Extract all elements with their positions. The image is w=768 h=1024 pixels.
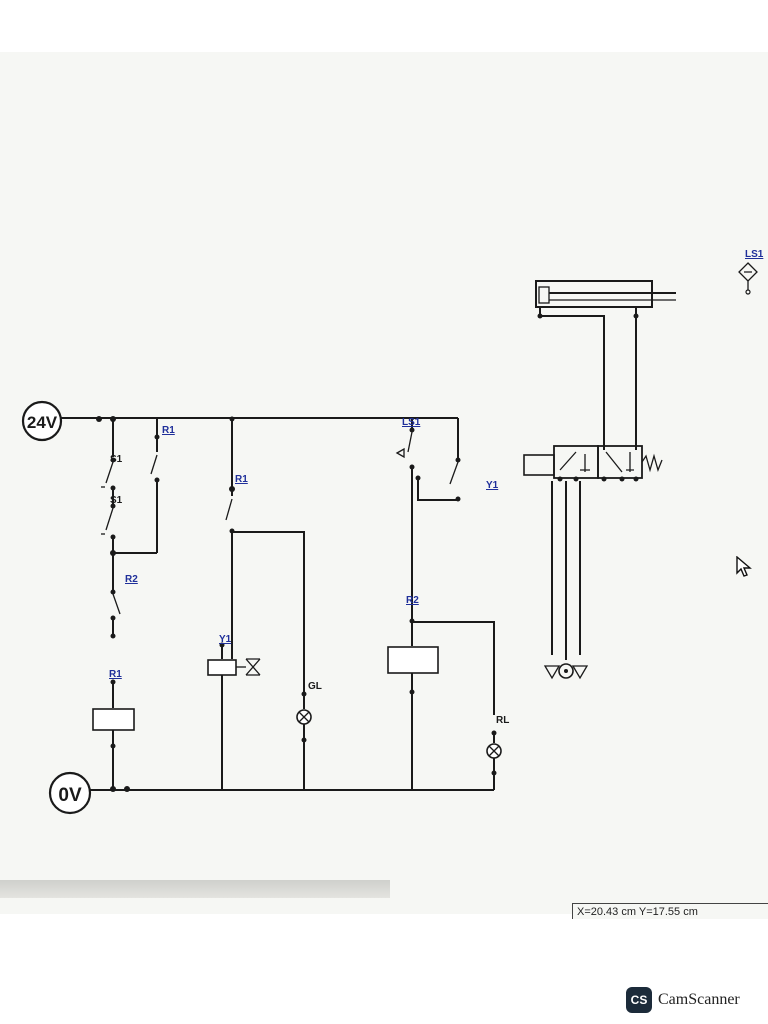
label-y1-ref[interactable]: Y1 xyxy=(486,480,499,491)
label-r2-series[interactable]: R2 xyxy=(125,574,138,585)
rail-24v: 24V xyxy=(21,400,458,442)
relay-coil-r2 xyxy=(387,646,439,674)
coordinate-status-bar: X=20.43 cm Y=17.55 cm xyxy=(572,903,768,919)
limit-sensor-ls1 xyxy=(738,262,758,295)
label-red-lamp: RL xyxy=(496,715,509,726)
label-s1-top: S1 xyxy=(110,454,123,465)
pneumatic-cylinder xyxy=(535,280,676,450)
rail-0v-label: 0V xyxy=(58,785,82,806)
solenoid-y1 xyxy=(207,659,237,676)
camscanner-logo-icon: CS xyxy=(626,987,652,1013)
label-r2-coil[interactable]: R2 xyxy=(406,595,419,606)
rail-0v: 0V xyxy=(48,771,494,815)
branch-solenoid xyxy=(207,416,312,790)
label-s1-bottom: S1 xyxy=(110,495,123,506)
directional-valve xyxy=(523,445,663,680)
valve-symbol-icon xyxy=(245,658,261,676)
branch-start xyxy=(92,416,160,792)
camscanner-brand: CamScanner xyxy=(658,991,740,1008)
label-r1-holding[interactable]: R1 xyxy=(162,425,175,436)
monitor-screen xyxy=(0,52,768,914)
exhaust-icon xyxy=(543,665,561,680)
mouse-cursor-icon xyxy=(736,556,752,577)
branch-limit xyxy=(387,418,502,790)
pressure-source-icon xyxy=(558,663,574,679)
label-r1-coil[interactable]: R1 xyxy=(109,669,122,680)
label-y1-solenoid[interactable]: Y1 xyxy=(219,634,232,645)
label-r1-valve[interactable]: R1 xyxy=(235,474,248,485)
camscanner-watermark: CS CamScanner xyxy=(626,986,740,1014)
label-ls1-sensor[interactable]: LS1 xyxy=(745,249,764,260)
spring-icon xyxy=(641,453,663,473)
limit-switch-actuator-icon xyxy=(395,447,405,459)
rail-24v-label: 24V xyxy=(27,413,58,432)
label-green-lamp: GL xyxy=(308,681,322,692)
monitor-bezel xyxy=(0,880,390,898)
coordinate-readout: X=20.43 cm Y=17.55 cm xyxy=(577,906,698,918)
label-ls1-contact[interactable]: LS1 xyxy=(402,417,421,428)
relay-coil-r1 xyxy=(92,708,135,731)
exhaust-icon-2 xyxy=(571,665,589,680)
